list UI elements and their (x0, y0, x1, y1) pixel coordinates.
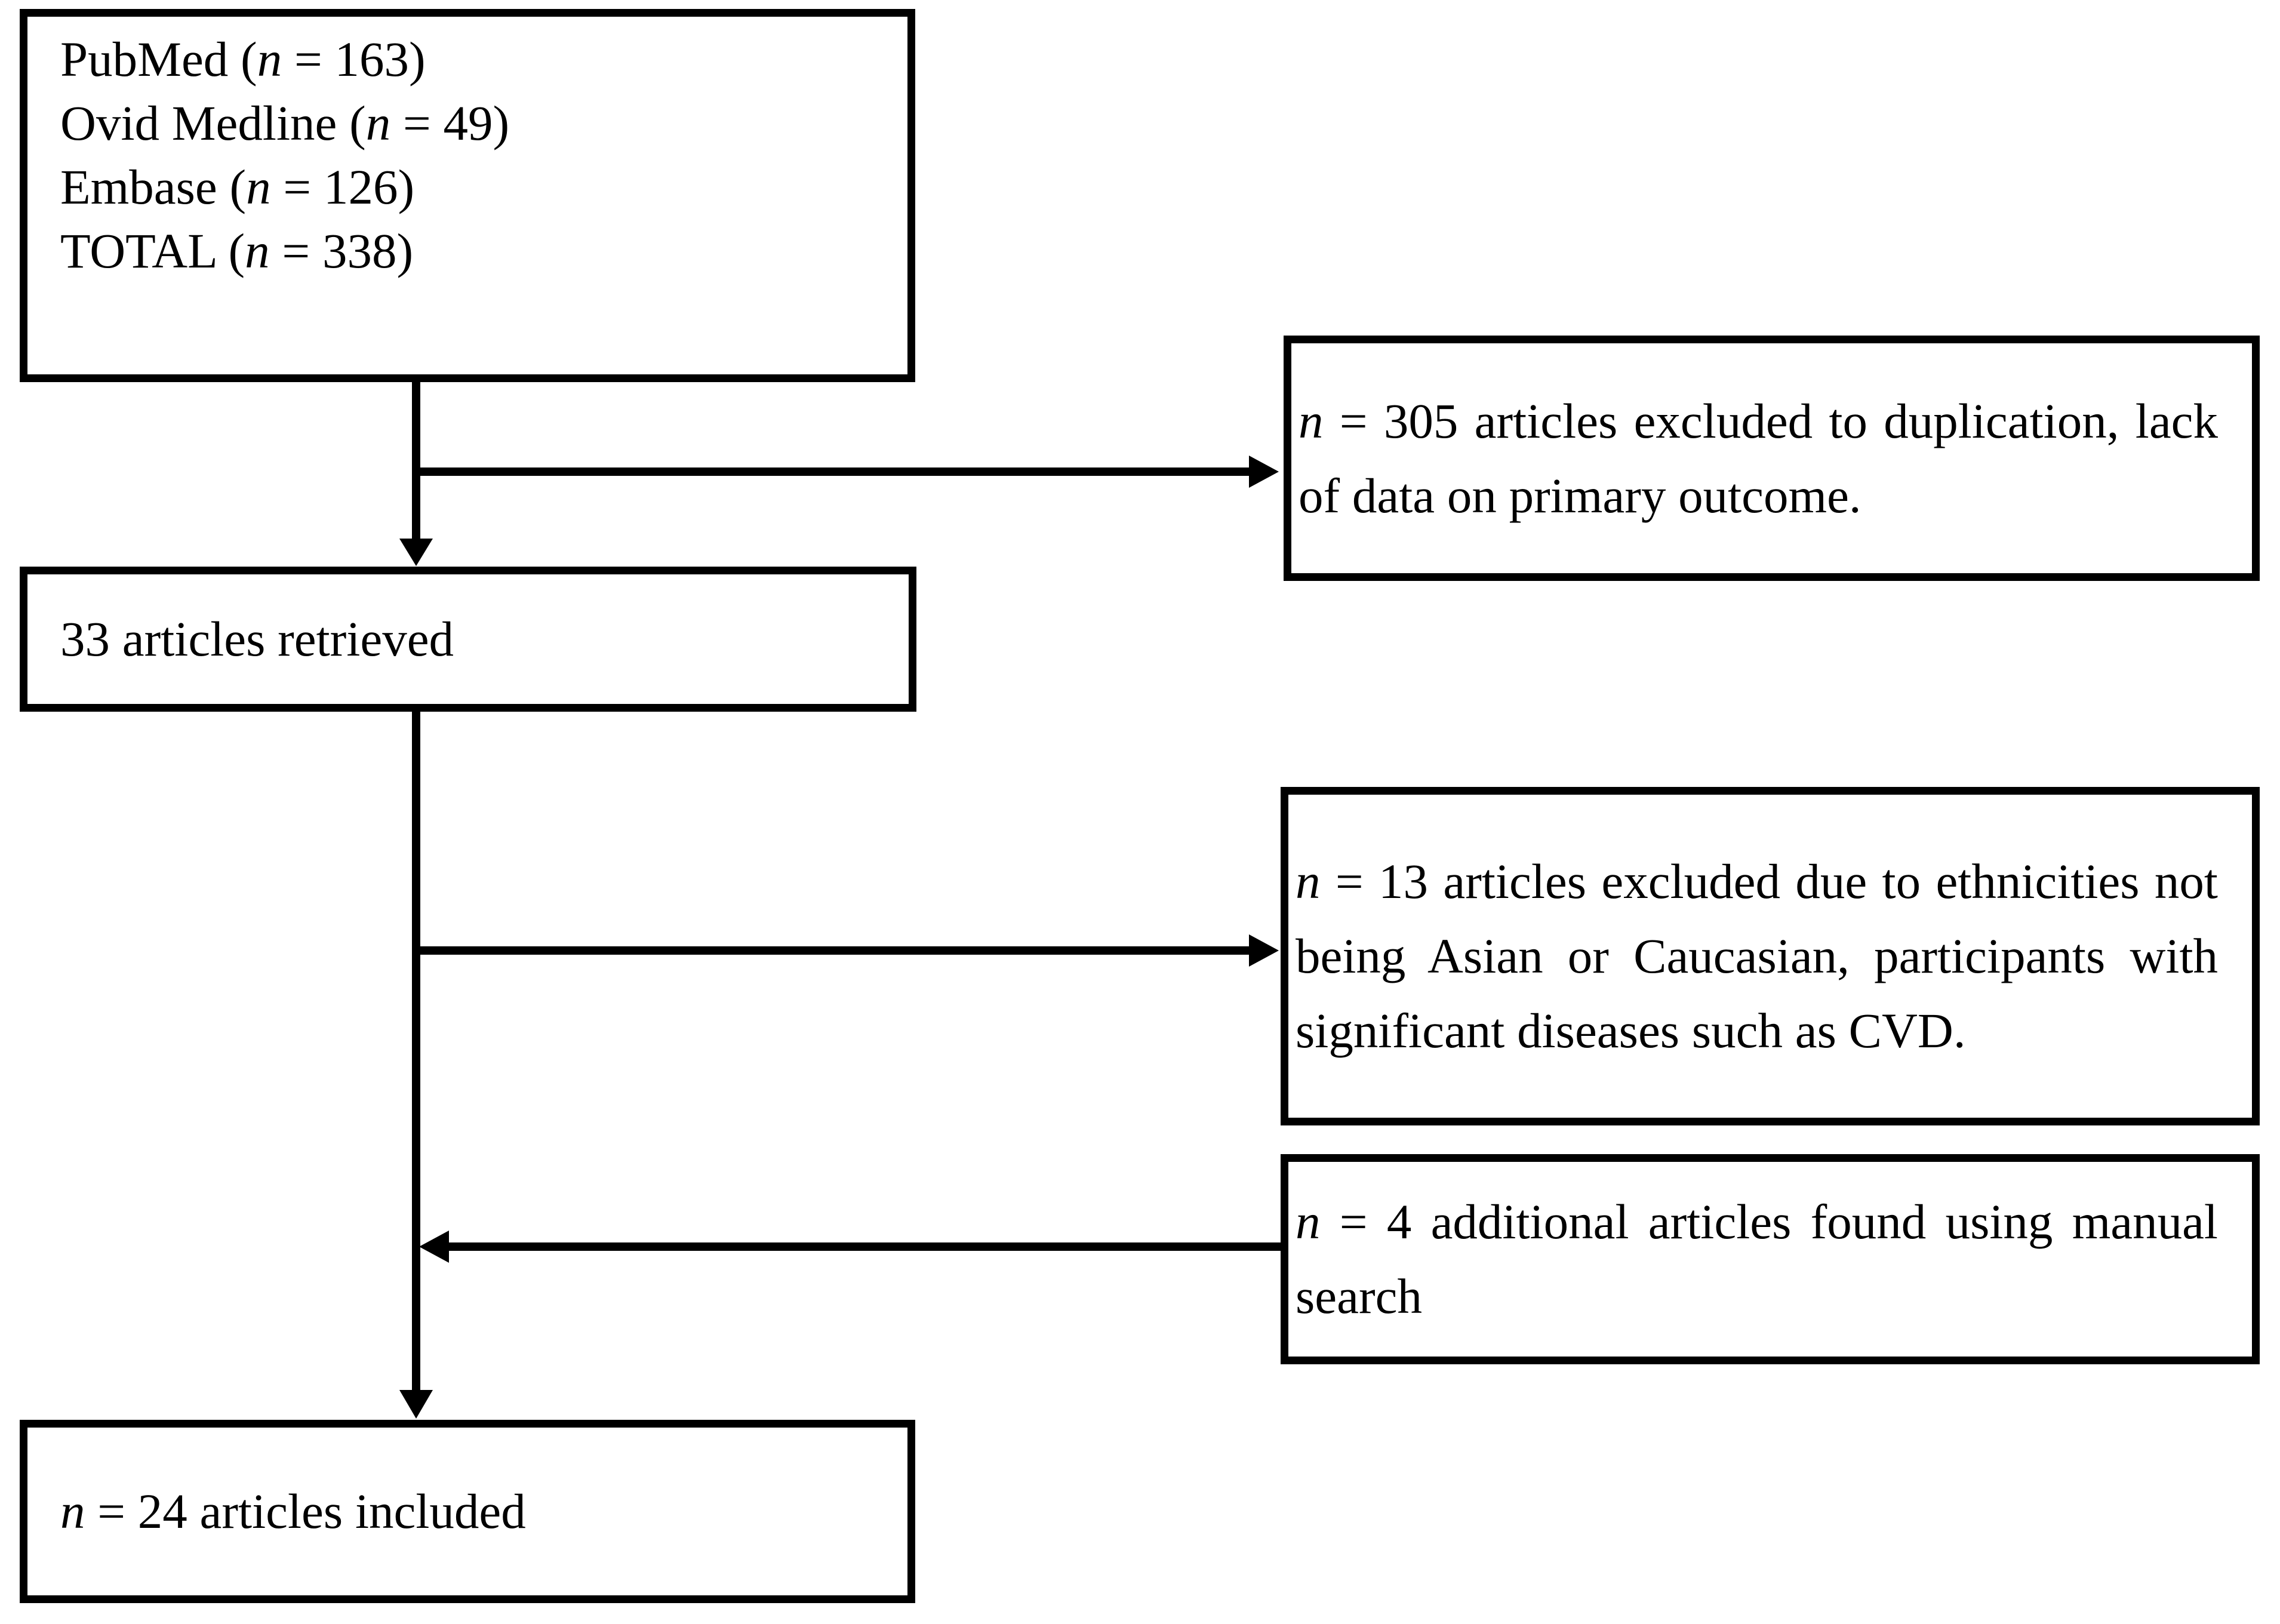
right-arrow-to-excluded-second (413, 934, 1279, 967)
source-total-line: TOTAL (n = 338) (60, 223, 414, 278)
excluded-ethnicity-line-3: significant diseases such as CVD. (1296, 1003, 1966, 1058)
right-arrowhead-icon (1249, 934, 1279, 967)
source-embase-line: Embase (n = 126) (60, 159, 415, 214)
excluded-ethnicity-line-1: n = 13 articles excluded due to ethnicit… (1296, 854, 2218, 909)
articles-included-text: n = 24 articles included (60, 1484, 526, 1539)
source-pubmed-line: PubMed (n = 163) (60, 32, 426, 87)
excluded-duplication-line-2: of data on primary outcome. (1299, 467, 1861, 523)
excluded-duplication-line-1: n = 305 articles excluded to duplication… (1299, 393, 2218, 448)
articles-retrieved-text: 33 articles retrieved (60, 611, 454, 666)
box-excluded-duplication: n = 305 articles excluded to duplication… (1284, 336, 2260, 581)
box-excluded-ethnicity: n = 13 articles excluded due to ethnicit… (1281, 787, 2260, 1125)
manual-search-line-1: n = 4 additional articles found using ma… (1296, 1194, 2218, 1249)
source-ovid-medline-line: Ovid Medline (n = 49) (60, 96, 510, 150)
left-arrowhead-icon (419, 1231, 449, 1263)
down-arrow-retrieved-to-included (399, 712, 433, 1419)
excluded-ethnicity-line-2: being Asian or Caucasian, participants w… (1296, 928, 2218, 983)
down-arrowhead-icon (399, 539, 433, 566)
down-arrow-sources-to-retrieved (399, 382, 433, 566)
right-arrowhead-icon (1249, 456, 1279, 488)
box-manual-search-additions: n = 4 additional articles found using ma… (1281, 1154, 2260, 1364)
manual-search-line-2: search (1296, 1269, 1422, 1324)
down-arrowhead-icon (399, 1390, 433, 1419)
left-arrow-manual-to-flow (419, 1231, 1281, 1263)
box-search-sources: PubMed (n = 163) Ovid Medline (n = 49) E… (20, 9, 915, 382)
box-articles-retrieved: 33 articles retrieved (20, 567, 916, 712)
right-arrow-to-excluded-first (413, 456, 1279, 488)
box-articles-included: n = 24 articles included (20, 1420, 915, 1603)
